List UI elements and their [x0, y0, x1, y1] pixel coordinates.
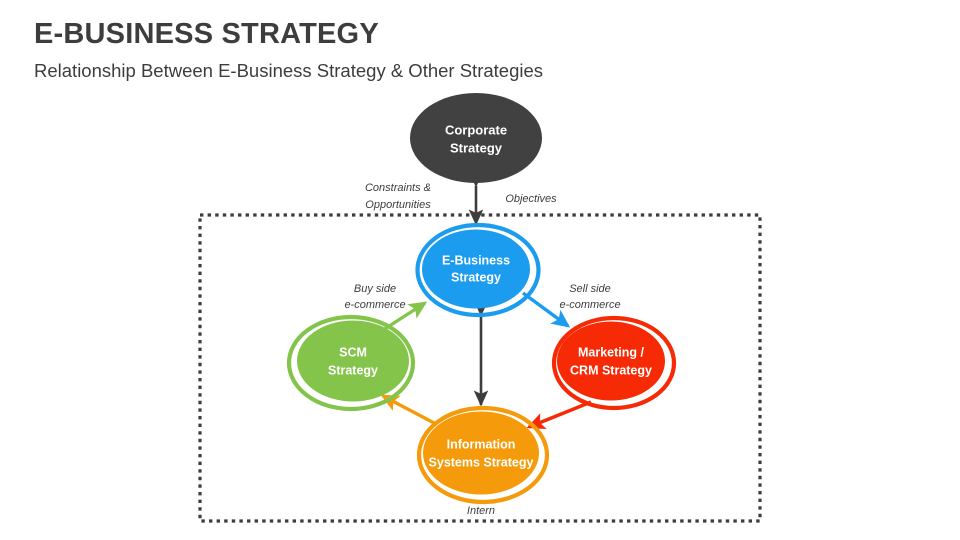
information-systems-strategy-label-line1: Information	[447, 437, 516, 451]
page-title: E-BUSINESS STRATEGY	[34, 18, 379, 50]
edge-label-intern: Intern	[467, 505, 495, 517]
edge-label-constraints-line1: Constraints &	[365, 182, 431, 194]
marketing-crm-strategy-ellipse	[557, 321, 665, 401]
marketing-crm-strategy-label-line1: Marketing /	[578, 345, 645, 359]
node-marketing-crm-strategy[interactable]: Marketing / CRM Strategy	[551, 315, 677, 411]
edge-label-buy-side-line1: Buy side	[354, 283, 396, 295]
edge-label-sell-side-line2: e-commerce	[559, 299, 620, 311]
node-corporate-strategy[interactable]: Corporate Strategy	[410, 93, 542, 183]
node-ebusiness-strategy[interactable]: E-Business Strategy	[415, 222, 541, 318]
information-systems-strategy-ring	[416, 405, 550, 505]
ebusiness-strategy-label-line2: Strategy	[451, 270, 501, 284]
edge-label-objectives: Objectives	[505, 193, 557, 205]
node-information-systems-strategy[interactable]: Information Systems Strategy	[416, 405, 550, 505]
scm-strategy-ellipse	[297, 320, 409, 402]
edge-ebusiness-marketing	[521, 291, 571, 328]
ebusiness-strategy-label-line1: E-Business	[442, 253, 510, 267]
edge-information-scm	[380, 394, 437, 426]
edge-label-buy-side-line2: e-commerce	[344, 299, 405, 311]
edge-marketing-information	[526, 400, 592, 430]
page-subtitle: Relationship Between E-Business Strategy…	[34, 60, 544, 81]
scm-strategy-label-line2: Strategy	[328, 363, 378, 377]
scm-strategy-ring	[286, 314, 416, 412]
corporate-strategy-label-line1: Corporate	[445, 122, 507, 137]
corporate-strategy-label-line2: Strategy	[450, 140, 503, 155]
marketing-crm-strategy-label-line2: CRM Strategy	[570, 363, 652, 377]
marketing-crm-strategy-ring	[551, 315, 677, 411]
information-systems-strategy-ellipse	[423, 411, 539, 495]
edge-label-sell-side-line1: Sell side	[569, 283, 611, 295]
information-systems-strategy-label-line2: Systems Strategy	[429, 455, 534, 469]
node-scm-strategy[interactable]: SCM Strategy	[286, 314, 416, 412]
ebusiness-strategy-ellipse	[422, 229, 530, 309]
ebusiness-strategy-ring	[415, 222, 541, 318]
corporate-strategy-ellipse	[410, 93, 542, 183]
edge-label-constraints-line2: Opportunities	[365, 199, 431, 211]
scm-strategy-label-line1: SCM	[339, 345, 367, 359]
